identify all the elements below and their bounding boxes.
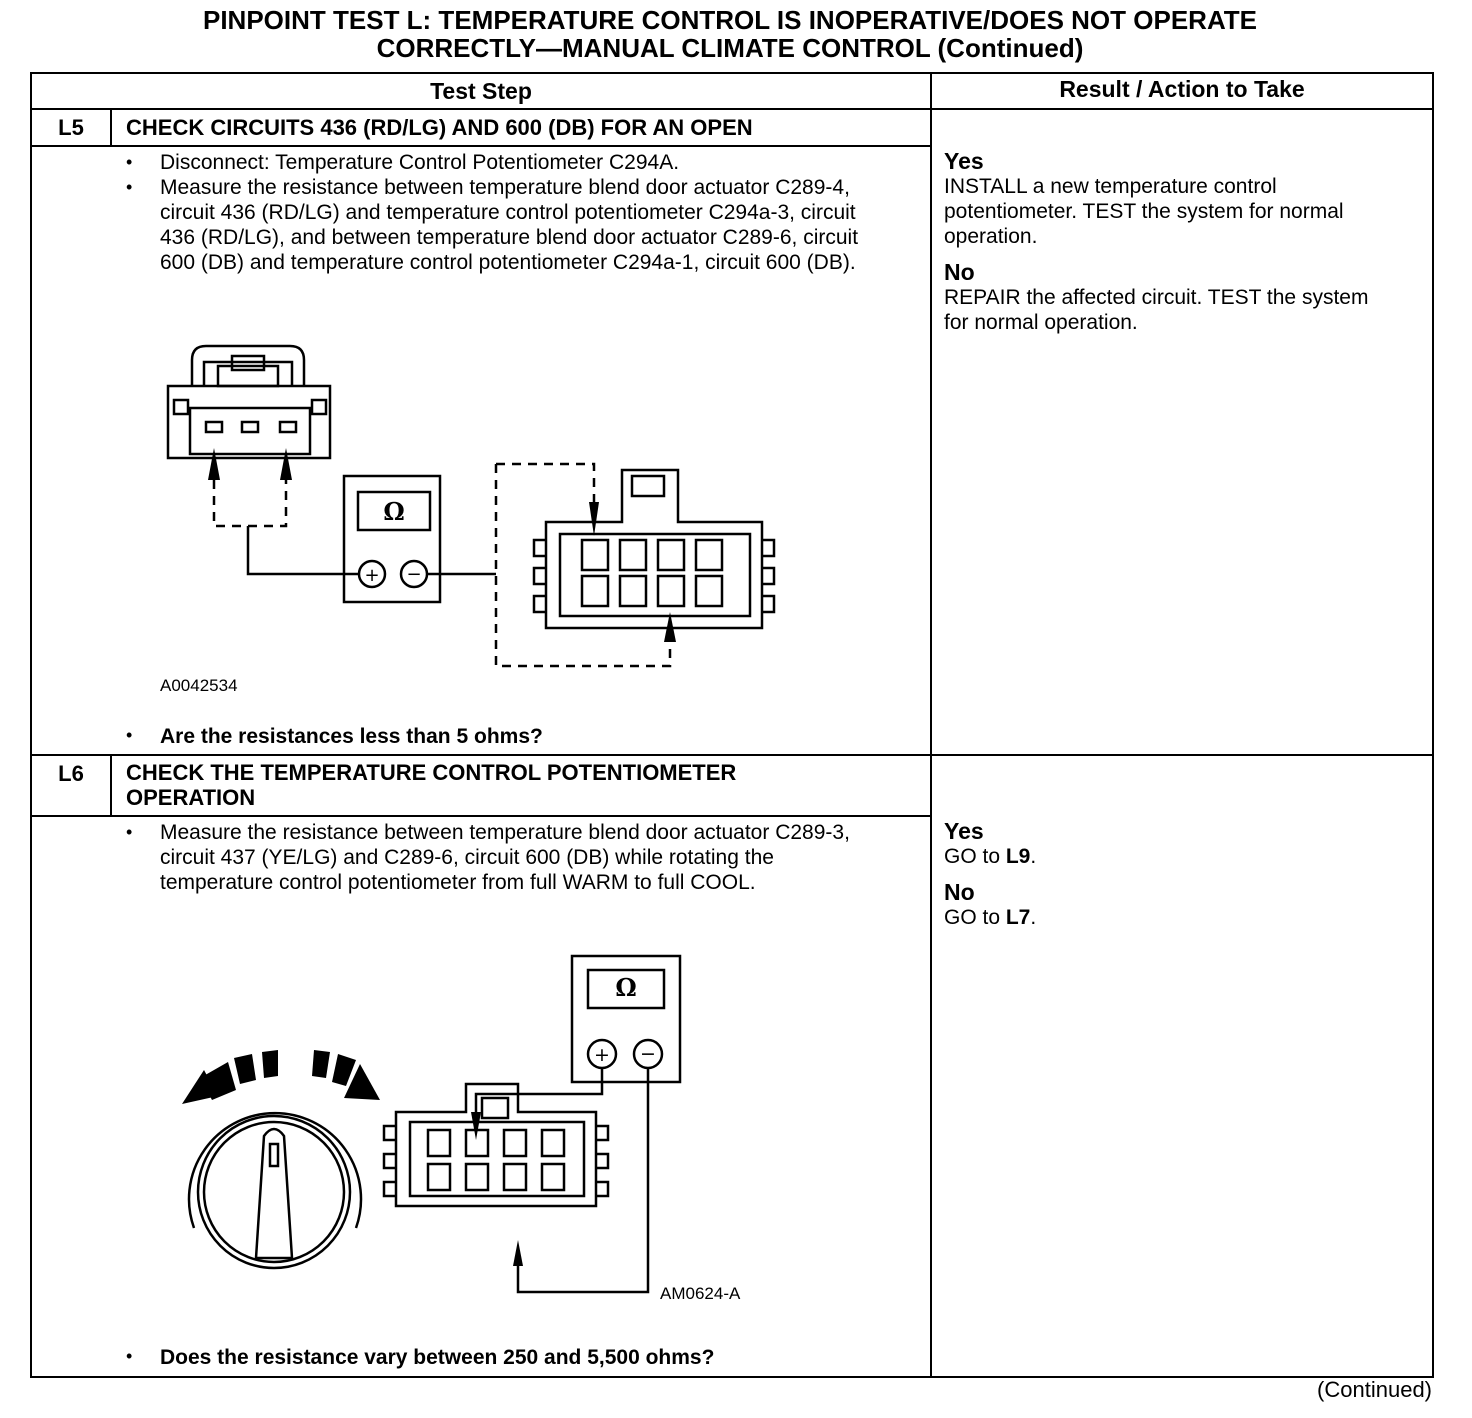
- continued-footer: (Continued): [1317, 1377, 1432, 1402]
- result-yes-label: Yes: [944, 818, 984, 844]
- step-title-l5: CHECK CIRCUITS 436 (RD/LG) AND 600 (DB) …: [126, 115, 753, 140]
- result-l6: Yes GO to L9. No GO to L7.: [944, 818, 1394, 940]
- question-l5: Are the resistances less than 5 ohms?: [122, 725, 543, 749]
- header-test-step: Test Step: [430, 78, 532, 104]
- result-l5: Yes INSTALL a new temperature control po…: [944, 148, 1394, 345]
- result-yes-text: INSTALL a new temperature control potent…: [944, 175, 1344, 248]
- result-no-label: No: [944, 259, 975, 285]
- step-instructions-l5: Disconnect: Temperature Control Potentio…: [122, 150, 882, 275]
- rotation-arrows-icon: [182, 1050, 523, 1266]
- result-yes-text: GO to L9.: [944, 845, 1037, 868]
- svg-text:+: +: [364, 565, 379, 586]
- header-result-action: Result / Action to Take: [1059, 76, 1305, 102]
- result-no-text: GO to L7.: [944, 906, 1037, 929]
- l6-wiring-diagram: Ω + −: [182, 954, 682, 1294]
- svg-text:−: −: [640, 1043, 656, 1065]
- result-no-label: No: [944, 879, 975, 905]
- title-line-2: CORRECTLY—MANUAL CLIMATE CONTROL (Contin…: [376, 33, 1084, 63]
- temperature-knob-illustration: [187, 1111, 363, 1270]
- instruction-item: Disconnect: Temperature Control Potentio…: [122, 150, 882, 175]
- step-title-l6-line1: CHECK THE TEMPERATURE CONTROL POTENTIOME…: [126, 760, 737, 785]
- step-id-l6: L6: [58, 761, 84, 786]
- figure-id-l5: A0042534: [160, 676, 238, 695]
- ohm-symbol-icon: Ω: [383, 497, 404, 526]
- step-instructions-l6: Measure the resistance between temperatu…: [122, 820, 882, 895]
- go-to-target-link[interactable]: L7: [1005, 906, 1031, 929]
- instruction-item: Measure the resistance between temperatu…: [122, 175, 882, 275]
- step-title-l6-line2: OPERATION: [126, 785, 256, 810]
- svg-text:+: +: [594, 1044, 610, 1066]
- svg-text:−: −: [406, 564, 421, 585]
- go-to-text: GO to: [944, 845, 1006, 868]
- l5-wiring-diagram: Ω + −: [166, 344, 776, 668]
- actuator-connector-illustration: [382, 1082, 610, 1208]
- page-title: PINPOINT TEST L: TEMPERATURE CONTROL IS …: [0, 6, 1460, 62]
- result-no-text: REPAIR the affected circuit. TEST the sy…: [944, 286, 1369, 334]
- result-yes-label: Yes: [944, 148, 984, 174]
- potentiometer-connector-illustration: [166, 344, 332, 460]
- ohm-symbol-icon: Ω: [615, 973, 636, 1002]
- go-to-target-link[interactable]: L9: [1005, 845, 1031, 868]
- step-title-l6: CHECK THE TEMPERATURE CONTROL POTENTIOME…: [126, 760, 926, 810]
- title-line-1: PINPOINT TEST L: TEMPERATURE CONTROL IS …: [202, 5, 1258, 35]
- ohmmeter-illustration: [342, 474, 442, 604]
- instruction-item: Measure the resistance between temperatu…: [122, 820, 882, 895]
- figure-id-l6: AM0624-A: [660, 1284, 741, 1303]
- step-id-l5: L5: [58, 115, 84, 140]
- question-l6: Does the resistance vary between 250 and…: [122, 1346, 714, 1370]
- actuator-connector-illustration: [532, 468, 776, 630]
- go-to-text: GO to: [944, 906, 1006, 929]
